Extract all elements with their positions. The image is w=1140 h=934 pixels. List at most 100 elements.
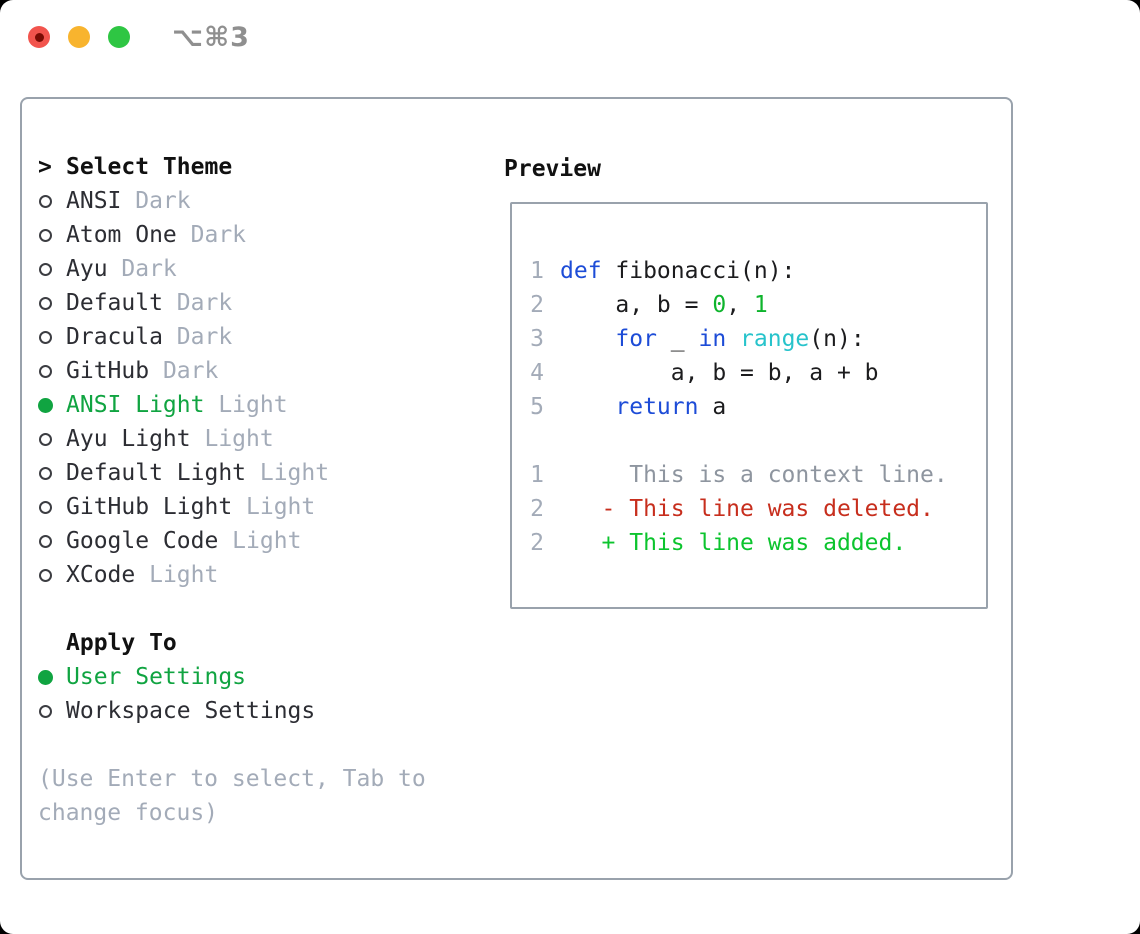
code-segment-number: 0 xyxy=(712,292,727,318)
spacer xyxy=(530,424,986,458)
option-label: ANSI xyxy=(66,188,122,214)
theme-variant-label: Dark xyxy=(162,290,233,316)
select-theme-header: > Select Theme xyxy=(38,150,426,184)
option-label: GitHub xyxy=(66,358,150,384)
radio-selected-icon xyxy=(38,669,53,685)
radio-icon xyxy=(39,330,52,344)
code-segment-plain: _ xyxy=(656,326,699,352)
theme-option[interactable]: Dracula Dark xyxy=(38,320,426,354)
code-segment-plain xyxy=(726,322,740,356)
apply-to-option[interactable]: User Settings xyxy=(38,660,426,694)
apply-to-option[interactable]: Workspace Settings xyxy=(38,694,426,728)
theme-option[interactable]: Atom One Dark xyxy=(38,218,426,252)
code-line: 2 + This line was added. xyxy=(530,526,986,560)
help-text-line2: change focus) xyxy=(38,800,219,826)
theme-variant-label: Light xyxy=(190,426,274,452)
code-segment-plain xyxy=(560,322,615,356)
radio-icon xyxy=(39,228,52,242)
theme-option[interactable]: GitHub Light Light xyxy=(38,490,426,524)
option-label: Atom One xyxy=(66,222,177,248)
radio-icon xyxy=(39,704,52,718)
option-label: Dracula xyxy=(66,324,163,350)
code-line: 2 a, b = 0, 1 xyxy=(530,288,986,322)
maximize-traffic-light-icon[interactable] xyxy=(108,26,130,48)
line-number: 2 xyxy=(530,530,544,556)
code-segment-plain xyxy=(560,390,615,424)
option-label: User Settings xyxy=(66,664,247,690)
line-number: 1 xyxy=(530,258,544,284)
theme-variant-label: Light xyxy=(204,392,288,418)
apply-to-header: Apply To xyxy=(38,626,426,660)
radio-icon xyxy=(39,364,52,378)
code-line: 3 for _ in range(n): xyxy=(530,322,986,356)
line-number: 3 xyxy=(530,326,544,352)
radio-icon xyxy=(39,262,52,276)
option-label: Default xyxy=(66,290,163,316)
line-number: 5 xyxy=(530,394,544,420)
radio-icon xyxy=(39,568,52,582)
code-line: 5 return a xyxy=(530,390,986,424)
minimize-traffic-light-icon[interactable] xyxy=(68,26,90,48)
diff-sample: 1 This is a context line.2 - This line w… xyxy=(530,458,986,560)
option-label: Default Light xyxy=(66,460,247,486)
code-segment-plain: (n): xyxy=(809,326,865,352)
theme-option[interactable]: Ayu Dark xyxy=(38,252,426,286)
spacer xyxy=(38,592,426,626)
code-line: 2 - This line was deleted. xyxy=(530,492,986,526)
code-segment-keyword: return xyxy=(615,394,699,420)
line-number: 2 xyxy=(530,292,544,318)
close-traffic-light-icon[interactable] xyxy=(28,26,50,48)
theme-option[interactable]: ANSI Light Light xyxy=(38,388,426,422)
radio-icon xyxy=(39,432,52,446)
theme-variant-label: Light xyxy=(218,528,302,554)
option-label: Ayu Light xyxy=(66,426,191,452)
code-segment-added: + This line was added. xyxy=(560,530,907,556)
theme-variant-label: Dark xyxy=(107,256,177,282)
code-segment-keyword: in xyxy=(698,326,727,352)
focus-dot-icon xyxy=(34,32,44,42)
radio-icon xyxy=(39,194,52,208)
spacer xyxy=(38,728,426,762)
option-label: ANSI Light xyxy=(66,392,205,418)
theme-option[interactable]: Default Dark xyxy=(38,286,426,320)
code-segment-builtin: range xyxy=(740,326,810,352)
radio-icon xyxy=(39,534,52,548)
select-theme-title: Select Theme xyxy=(66,154,233,180)
code-line: 1 This is a context line. xyxy=(530,458,986,492)
theme-option[interactable]: Google Code Light xyxy=(38,524,426,558)
radio-selected-icon xyxy=(38,397,53,413)
theme-option[interactable]: Ayu Light Light xyxy=(38,422,426,456)
option-label: XCode xyxy=(66,562,136,588)
theme-option[interactable]: ANSI Dark xyxy=(38,184,426,218)
help-text-line1: (Use Enter to select, Tab to xyxy=(38,766,426,792)
theme-option[interactable]: GitHub Dark xyxy=(38,354,426,388)
titlebar: ⌥⌘3 xyxy=(28,22,250,53)
tab-shortcut-label: ⌥⌘3 xyxy=(172,21,250,53)
radio-icon xyxy=(39,296,52,310)
radio-icon xyxy=(39,500,52,514)
code-line: 4 a, b = b, a + b xyxy=(530,356,986,390)
code-segment-deleted: - This line was deleted. xyxy=(560,496,934,522)
option-label: Google Code xyxy=(66,528,219,554)
code-segment-context: This is a context line. xyxy=(560,462,948,488)
theme-variant-label: Dark xyxy=(149,358,219,384)
line-number: 2 xyxy=(530,496,544,522)
line-number: 1 xyxy=(530,462,544,488)
theme-variant-label: Dark xyxy=(121,188,191,214)
theme-option[interactable]: XCode Light xyxy=(38,558,426,592)
code-segment-plain: a, b = b, a + b xyxy=(560,360,879,386)
theme-variant-label: Dark xyxy=(176,222,247,248)
theme-option[interactable]: Default Light Light xyxy=(38,456,426,490)
option-label: Workspace Settings xyxy=(66,698,316,724)
preview-title: Preview xyxy=(504,156,601,182)
code-segment-number: 1 xyxy=(753,292,768,318)
option-label: GitHub Light xyxy=(66,494,233,520)
